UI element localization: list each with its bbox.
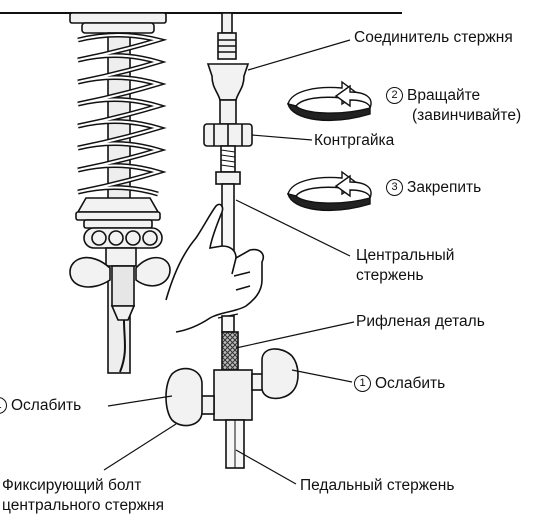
hand-illustration [166,204,263,332]
pedal-rod-label: Педальный стержень [300,476,454,496]
center-rod-label-line2: стержень [356,266,424,286]
lock-arrows-icon [288,172,371,210]
step2-text-line1: Вращайте [407,87,480,104]
locknut-label: Контргайка [314,131,394,151]
step1-left-number: 1 [0,397,7,414]
step2-text-line2: (завинчивайте) [412,106,521,126]
center-rod-label-line1: Центральный [356,246,454,266]
step3-text: Закрепить [407,179,481,196]
fixing-bolt-label-line1: Фиксирующий болт [2,476,141,496]
rotate-arrows-icon [288,82,371,120]
fixing-bolt-label-line2: центрального стержня [2,496,164,516]
step1-left-text: Ослабить [11,397,81,414]
left-wing-bolt-icon [166,369,214,426]
right-wing-bolt-icon [252,349,298,398]
step3-number: 3 [386,179,403,196]
step1-right-number: 1 [354,375,371,392]
step1-right-text: Ослабить [375,375,445,392]
rod-connector-label: Соединитель стержня [354,28,513,48]
step2-number: 2 [386,87,403,104]
knurled-part-label: Рифленая деталь [356,312,485,332]
